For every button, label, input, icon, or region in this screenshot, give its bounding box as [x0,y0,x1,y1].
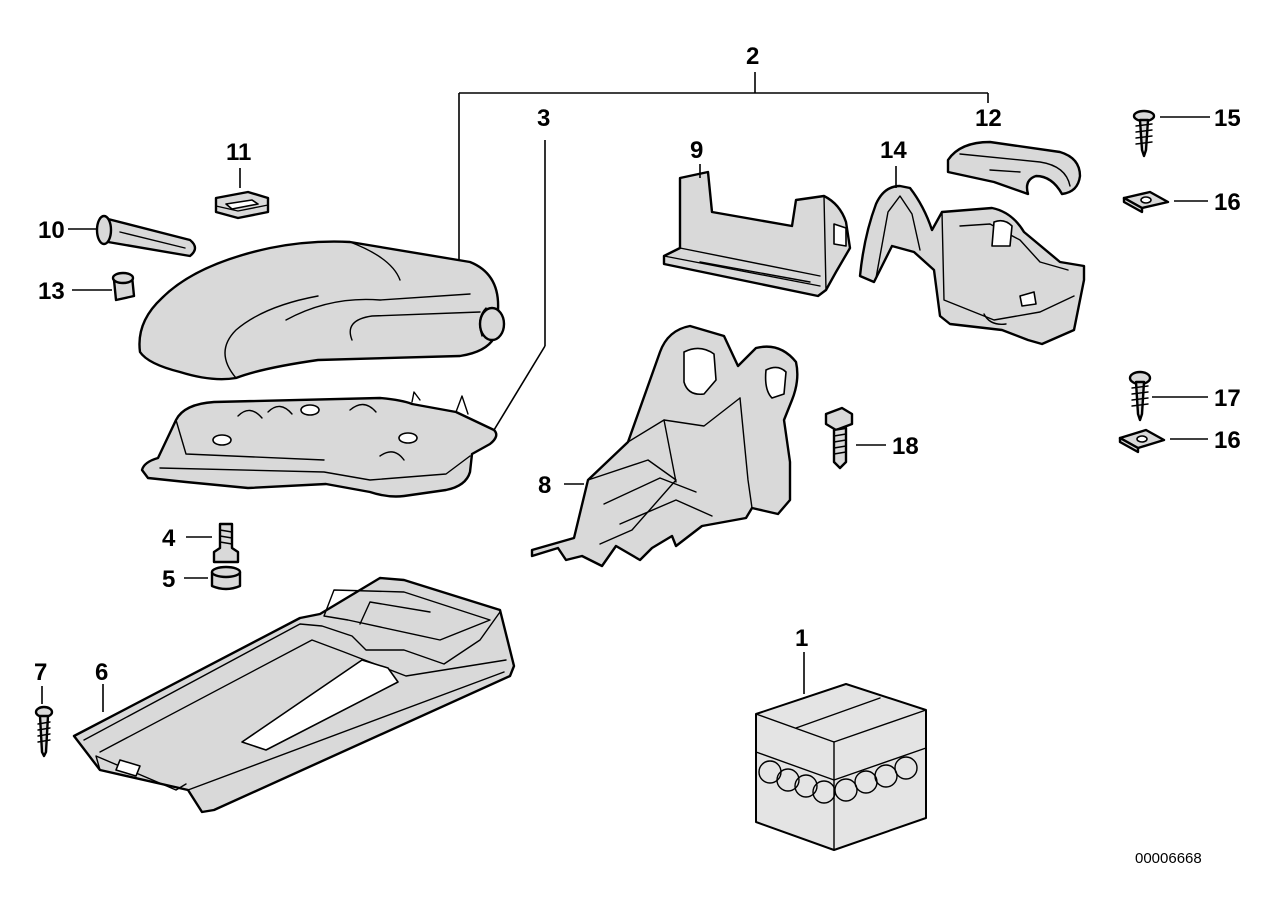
part-6-console-tray [72,576,516,814]
callout-4: 4 [162,525,176,552]
part-4-screw [186,522,240,564]
callout-9: 9 [690,137,703,164]
callout-7: 7 [34,659,47,686]
part-1-parts-kit-box [755,652,927,851]
part-16-clip-nut-lower [1118,428,1208,454]
callout-6: 6 [95,659,108,686]
diagram-reference-number: 00006668 [1135,850,1202,867]
callout-3: 3 [537,105,550,132]
callout-5: 5 [162,566,175,593]
callout-8: 8 [538,472,551,499]
armrest-base-plate [140,140,546,498]
part-8-mounting-bracket [530,324,799,568]
part-13-bushing [72,271,136,302]
armrest-cover [138,240,506,381]
callout-labels: 1 2 3 4 5 6 7 8 9 10 11 12 13 14 15 16 1… [34,43,1241,686]
part-7-screw [34,686,54,758]
part-5-nut [184,565,242,591]
callout-2: 2 [746,43,759,70]
callout-12: 12 [975,105,1002,132]
part-11-clip [214,168,270,220]
part-16-clip-nut-upper [1122,190,1208,214]
callout-10: 10 [38,217,65,244]
part-10-pin [68,214,197,258]
part-17-screw [1128,370,1208,422]
callout-16-upper: 16 [1214,189,1241,216]
callout-13: 13 [38,278,65,305]
callout-15: 15 [1214,105,1241,132]
part-18-bolt [824,406,886,470]
callout-1: 1 [795,625,808,652]
callout-18: 18 [892,433,919,460]
part-12-cap [946,140,1082,196]
callout-14: 14 [880,137,907,164]
callout-16-lower: 16 [1214,427,1241,454]
part-15-screw [1132,109,1210,158]
part-9-hinge [662,164,852,298]
bracket-group-2 [458,72,989,262]
callout-17: 17 [1214,385,1241,412]
part-14-guide [858,166,1086,346]
callout-11: 11 [226,139,251,166]
